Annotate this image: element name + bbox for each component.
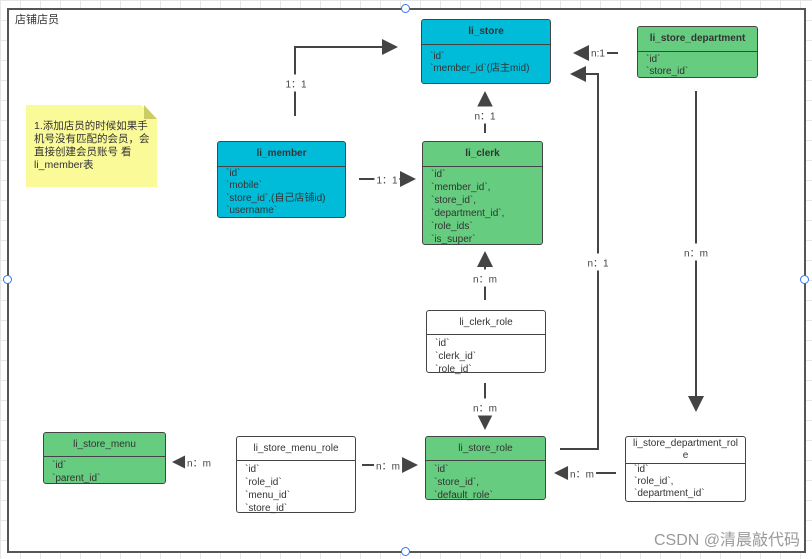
entity-li-store-menu-role[interactable]: li_store_menu_role `id` `role_id` `menu_… [236, 436, 356, 514]
entity-fields: `id` `parent_id` [52, 460, 101, 484]
entity-li-clerk[interactable]: li_clerk `id` `member_id`, `store_id`, `… [422, 141, 543, 245]
label-member-clerk: 1：1 [374, 170, 400, 188]
entity-li-store-menu[interactable]: li_store_menu `id` `parent_id` [43, 432, 166, 484]
entity-title: li_store_role [426, 437, 545, 461]
resize-handle-bottom[interactable] [401, 547, 410, 556]
sticky-note[interactable]: 1.添加店员的时候如果手机号没有匹配的会员，会直接创建会员账号 看li_memb… [26, 105, 157, 187]
entity-title: li_member [218, 142, 345, 167]
label-menu-role-store-role: n：m [374, 456, 402, 474]
entity-title: li_store [422, 20, 550, 45]
entity-fields: `id` `role_id`, `department_id` [634, 464, 705, 499]
entity-title: li_clerk [423, 142, 542, 167]
entity-li-store-role[interactable]: li_store_role `id` `store_id`, `default_… [425, 436, 546, 501]
label-store-role-store: n：1 [585, 253, 611, 271]
entity-fields: `id` `member_id`, `store_id`, `departmen… [431, 169, 505, 245]
entity-title: li_store_menu [44, 433, 165, 457]
entity-li-store-department[interactable]: li_store_department `id` `store_id` [637, 26, 758, 78]
entity-fields: `id` `clerk_id` `role_id` [435, 338, 477, 375]
entity-li-store-department-role[interactable]: li_store_department_role `id` `role_id`,… [625, 436, 746, 502]
entity-title: li_store_department_role [626, 437, 745, 464]
frame-title: 店铺店员 [15, 14, 59, 26]
entity-fields: `id` `store_id`, `default_role` [434, 464, 493, 501]
entity-title: li_store_menu_role [237, 437, 355, 461]
entity-fields: `id` `member_id`(店主mid) [430, 51, 530, 75]
label-clerk-role-clerk: n：m [471, 269, 499, 287]
resize-handle-left[interactable] [3, 275, 12, 284]
label-clerk-role-store-role: n：m [471, 398, 499, 416]
entity-fields: `id` `mobile` `store_id`,(自己店铺id) `usern… [226, 168, 326, 216]
edge-member-store [294, 39, 398, 116]
entity-li-store[interactable]: li_store `id` `member_id`(店主mid) [421, 19, 551, 84]
resize-handle-top[interactable] [401, 4, 410, 13]
entity-li-member[interactable]: li_member `id` `mobile` `store_id`,(自己店铺… [217, 141, 346, 218]
label-clerk-store: n：1 [472, 106, 498, 124]
entity-title: li_store_department [638, 27, 757, 52]
watermark: CSDN @清晨敲代码 [653, 532, 800, 549]
label-member-store: 1：1 [283, 74, 309, 92]
resize-handle-right[interactable] [800, 275, 809, 284]
label-department-store: n:1 [589, 47, 607, 61]
label-department-role-store-role: n：m [568, 464, 596, 482]
label-menu-role-menu: n：m [185, 453, 213, 471]
entity-li-clerk-role[interactable]: li_clerk_role `id` `clerk_id` `role_id` [426, 310, 546, 375]
label-department-department-role: n：m [682, 243, 710, 261]
entity-fields: `id` `store_id` [646, 54, 689, 78]
entity-fields: `id` `role_id` `menu_id` `store_id` [245, 464, 291, 514]
entity-title: li_clerk_role [427, 311, 545, 335]
